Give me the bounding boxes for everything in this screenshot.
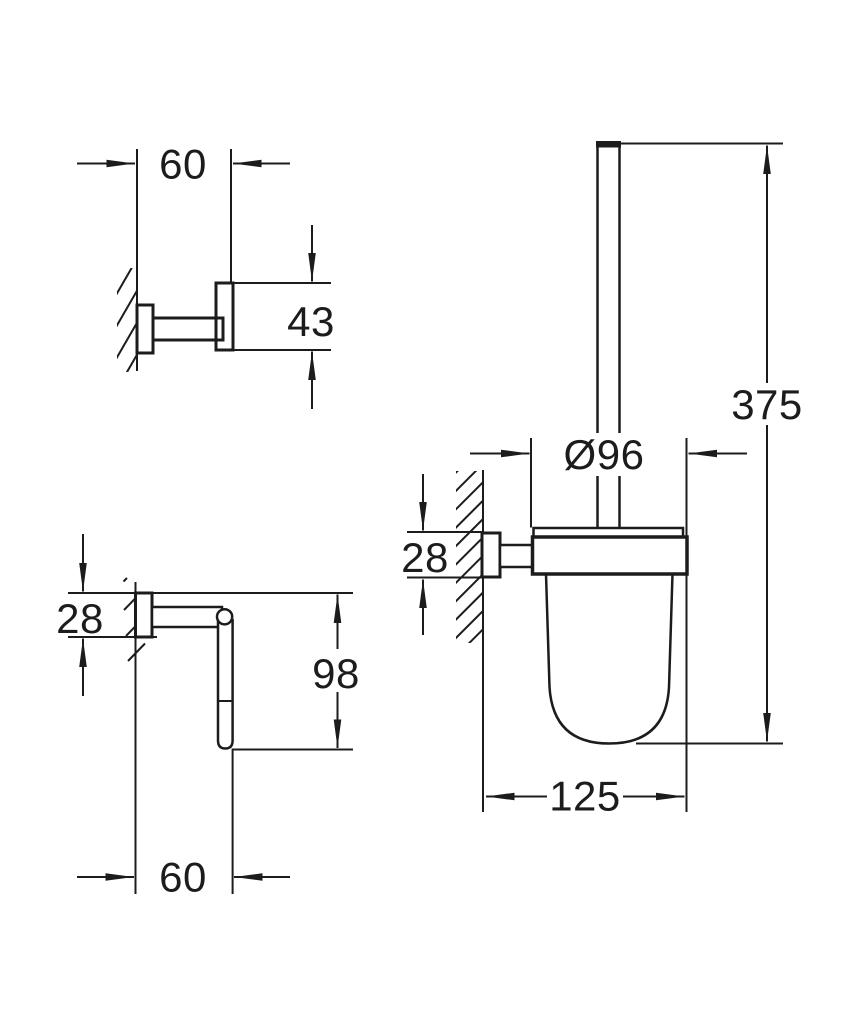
dimension-hook-width: 60 bbox=[77, 141, 290, 283]
dim-label-brush-height: 375 bbox=[731, 381, 803, 428]
hook-side-view: 60 43 bbox=[77, 141, 335, 409]
brush-handle-cap bbox=[596, 141, 621, 148]
dimension-holder-height: 98 bbox=[232, 594, 360, 751]
dim-label-brush-depth: 28 bbox=[401, 534, 449, 581]
wall-hatching bbox=[456, 471, 483, 643]
brush-arm bbox=[498, 543, 535, 569]
dimension-brush-depth: 28 bbox=[401, 474, 500, 635]
dimension-hook-height: 43 bbox=[233, 225, 335, 409]
dim-label-holder-width: 60 bbox=[159, 854, 207, 901]
dim-label-holder-depth: 28 bbox=[56, 595, 104, 642]
dimension-holder-depth: 28 bbox=[56, 534, 157, 696]
dimension-brush-width: 125 bbox=[486, 773, 685, 820]
brush-set-side-view: Ø96 28 375 125 bbox=[401, 141, 803, 820]
holder-arm bbox=[150, 605, 224, 629]
holder-wall-plate bbox=[134, 591, 154, 639]
dim-label-holder-height: 98 bbox=[312, 650, 360, 697]
dimension-cup-diameter: Ø96 bbox=[470, 431, 747, 528]
dim-label-cup-diameter: Ø96 bbox=[564, 431, 645, 478]
wall-hatching bbox=[117, 268, 137, 372]
dimension-holder-width: 60 bbox=[77, 748, 290, 901]
hook-wall-plate bbox=[135, 303, 155, 355]
dim-label-hook-height: 43 bbox=[287, 298, 335, 345]
brush-wall-plate bbox=[480, 531, 502, 579]
paper-pin bbox=[216, 619, 234, 750]
dim-label-brush-width: 125 bbox=[549, 773, 621, 820]
paper-holder-side-view: 28 98 60 bbox=[56, 534, 360, 901]
dimension-brush-height: 375 bbox=[621, 142, 803, 745]
glass-cup bbox=[544, 573, 674, 745]
holder-ring-collar bbox=[530, 535, 689, 576]
dim-label-hook-width: 60 bbox=[159, 141, 207, 188]
hook-arm bbox=[151, 316, 225, 342]
hook-end-plate bbox=[214, 281, 235, 352]
pivot-joint bbox=[215, 607, 234, 626]
brush-handle bbox=[596, 147, 621, 528]
